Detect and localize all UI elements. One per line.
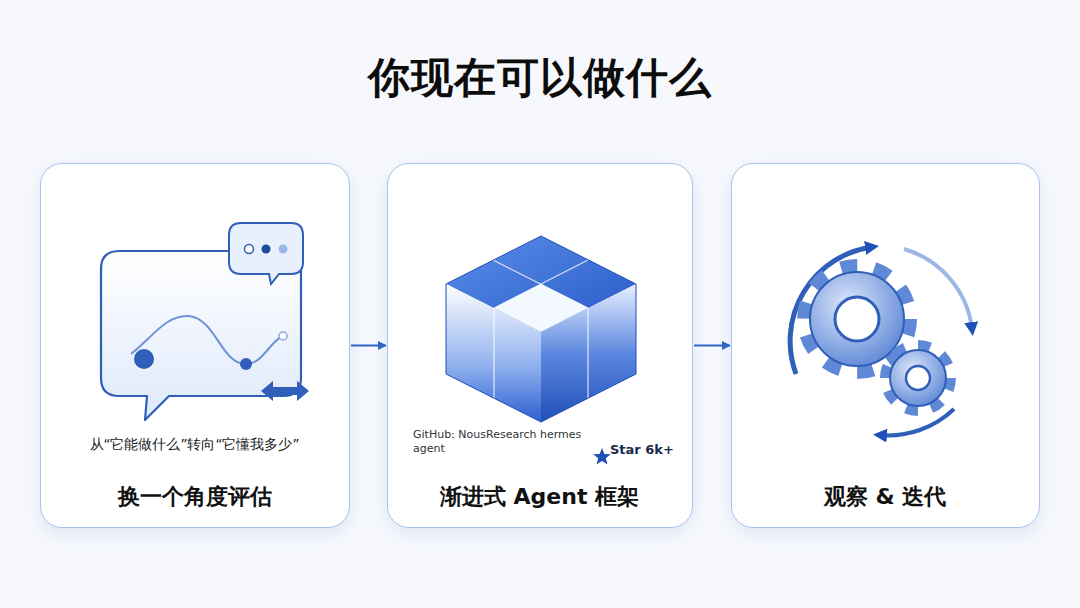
- flow-arrow: [351, 345, 386, 347]
- flow-arrow: [694, 345, 730, 347]
- card-title: 观察 & 迭代: [824, 482, 947, 512]
- chat-illustration: [41, 164, 351, 529]
- card-note: 从“它能做什么”转向“它懂我多少”: [90, 436, 300, 454]
- diagram-title: 你现在可以做什么: [0, 50, 1080, 106]
- repo-label: GitHub: NousResearch hermes agent: [413, 428, 588, 457]
- card-title: 渐进式 Agent 框架: [440, 482, 639, 512]
- feature-card: 从“它能做什么”转向“它懂我多少” 换一个角度评估: [40, 163, 350, 528]
- feature-card: GitHub: NousResearch hermes agent Star 6k…: [387, 163, 693, 528]
- star-count: Star 6k+: [610, 442, 674, 457]
- cube-illustration: [388, 164, 694, 529]
- card-title: 换一个角度评估: [118, 482, 272, 512]
- feature-card: 观察 & 迭代: [731, 163, 1040, 528]
- gears-illustration: [732, 164, 1041, 529]
